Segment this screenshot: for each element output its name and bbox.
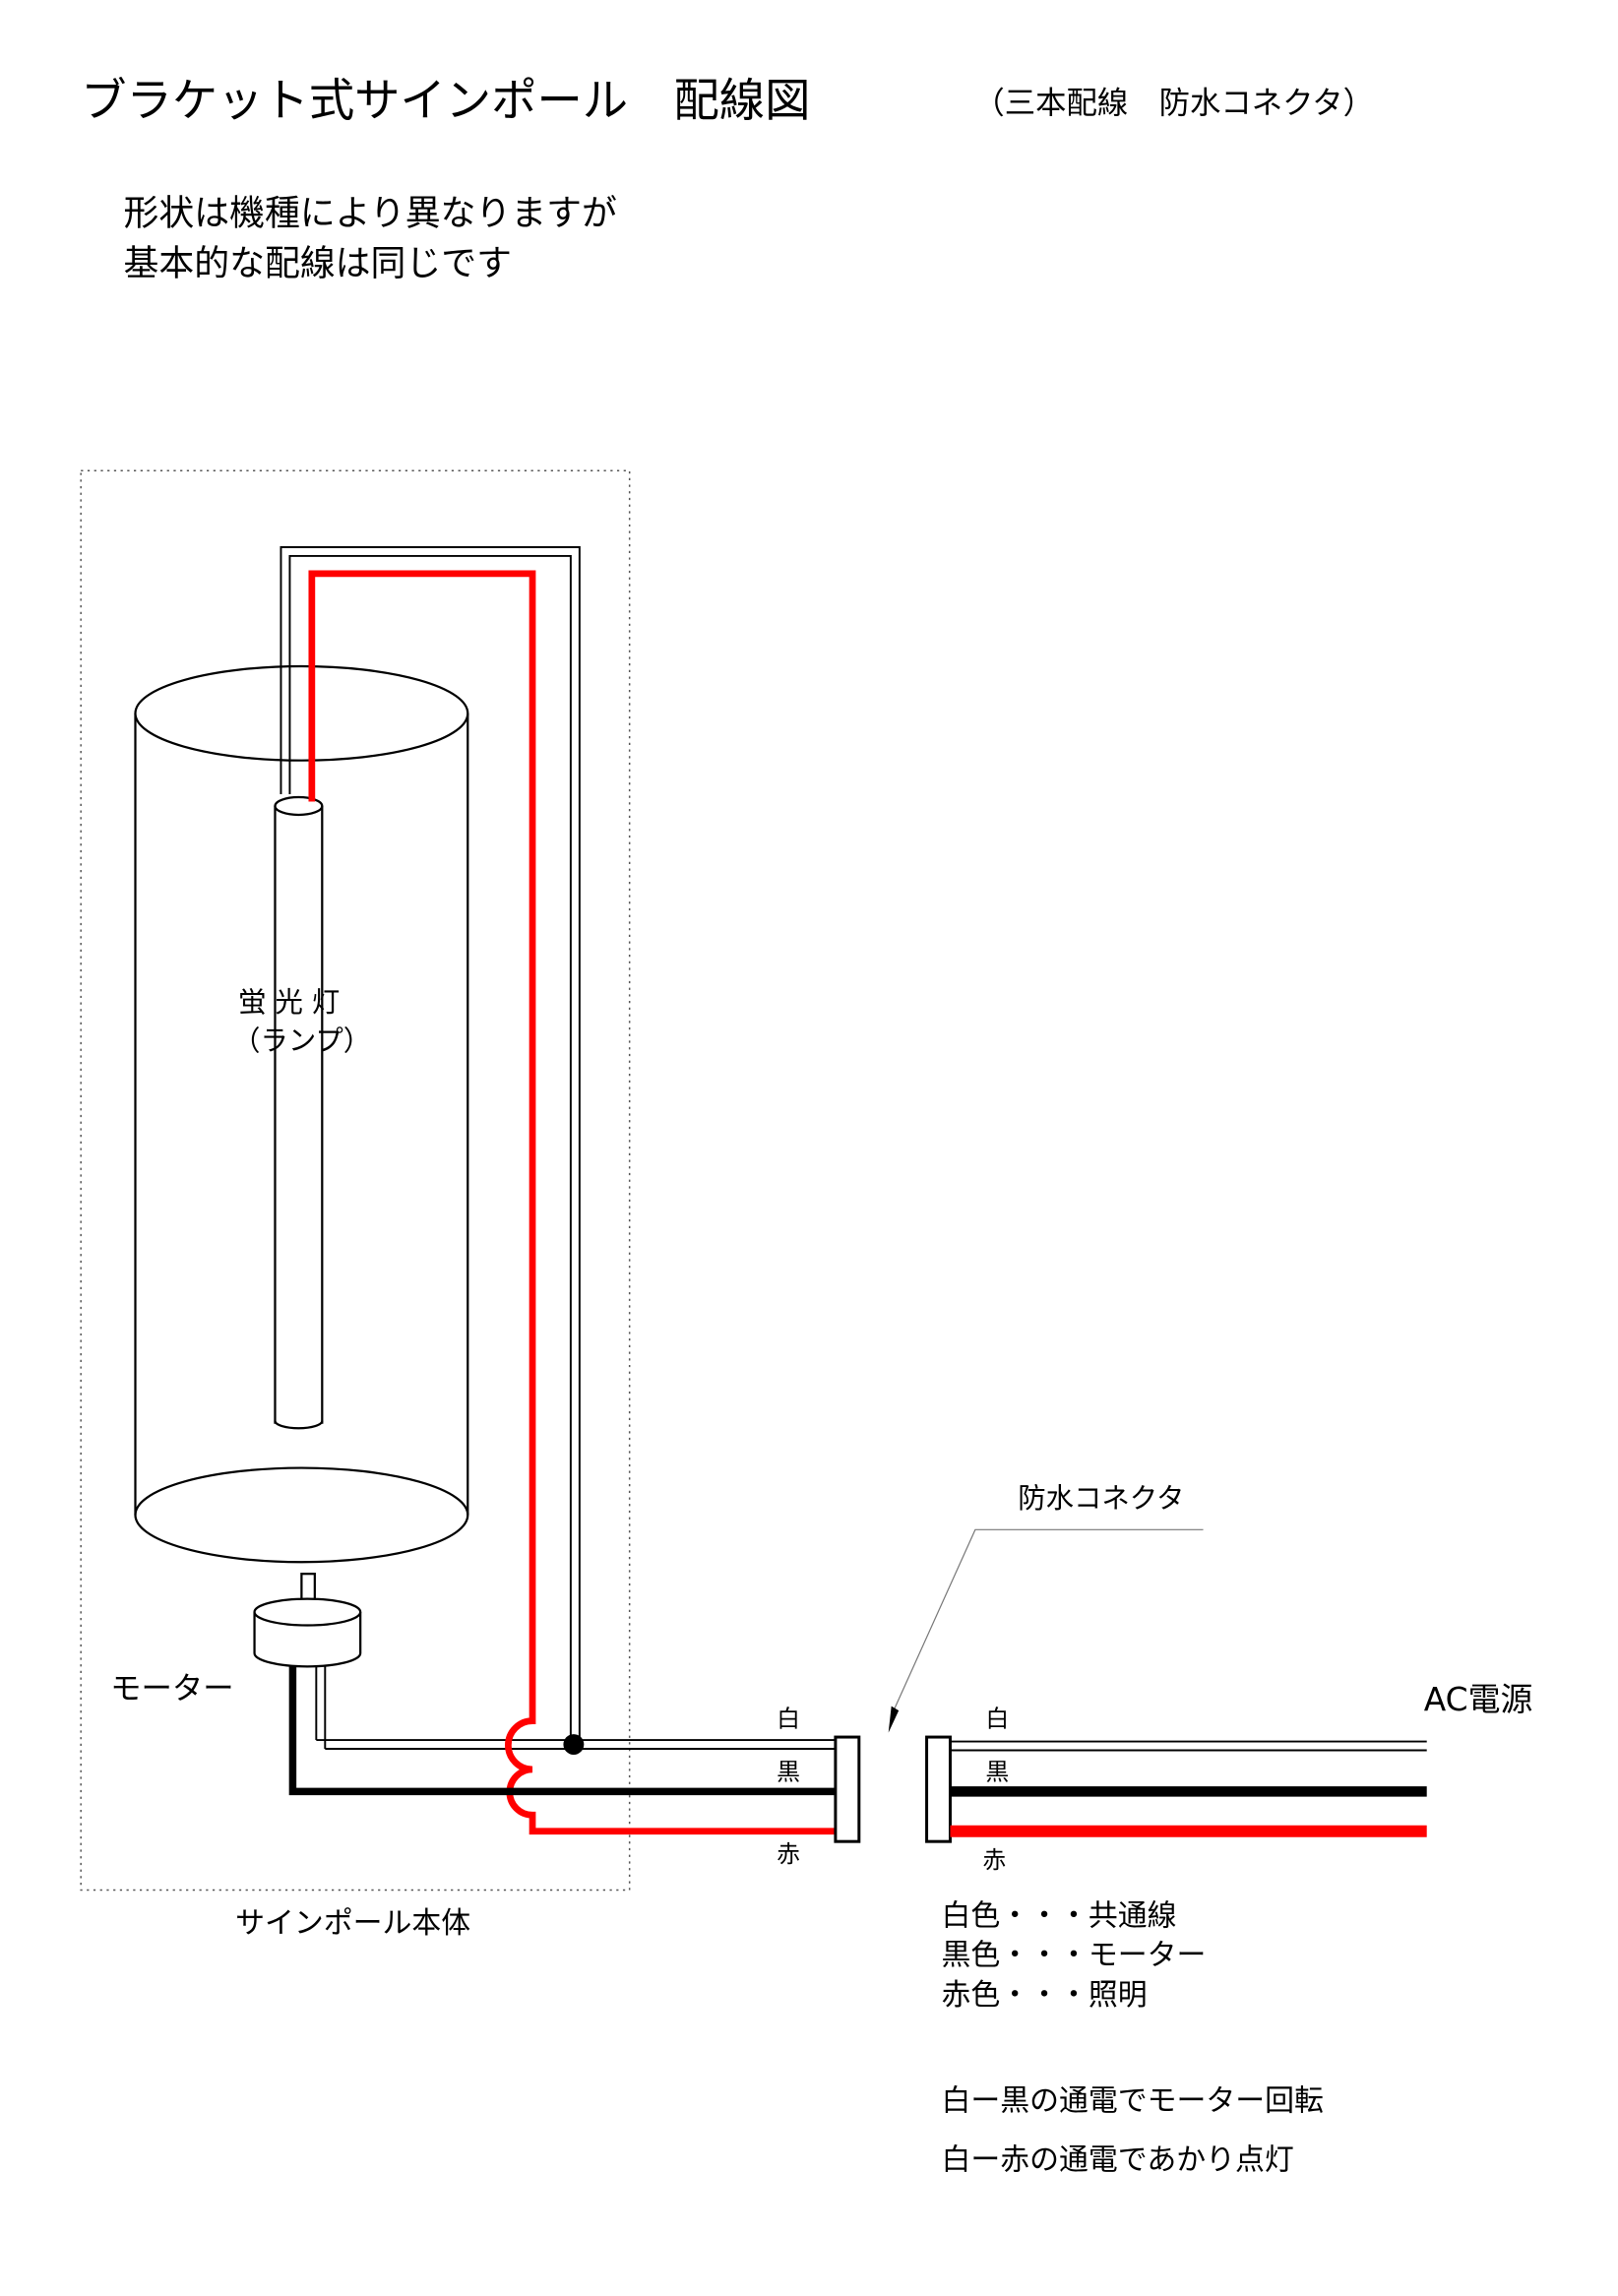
lamp-label-sub: （ランプ）	[232, 1024, 371, 1057]
legend-black: 黒色・・・モーター	[942, 1939, 1207, 1973]
legend-red: 赤色・・・照明	[942, 1978, 1148, 2013]
connector-right	[925, 1735, 952, 1843]
connector-leader	[888, 1528, 1204, 1733]
fluorescent-lamp	[274, 795, 324, 1430]
black-wire-left	[288, 1658, 836, 1796]
explanation-motor: 白ー黒の通電でモーター回転	[942, 2084, 1324, 2119]
wire-label-red-right: 赤	[982, 1846, 1006, 1874]
wire-label-black-left: 黒	[777, 1758, 800, 1785]
pole-body-label: サインポール本体	[235, 1906, 470, 1941]
page-title: ブラケット式サインポール 配線図	[81, 74, 810, 127]
connector-label: 防水コネクタ	[1018, 1482, 1184, 1515]
lamp-label: 蛍 光 灯	[238, 986, 340, 1019]
page-subtitle: （三本配線 防水コネクタ）	[973, 86, 1374, 121]
white-wire-right	[950, 1740, 1427, 1752]
wire-label-red-left: 赤	[777, 1840, 800, 1868]
wire-label-white-right: 白	[985, 1706, 1009, 1733]
motor-label: モーター	[110, 1671, 233, 1706]
explanation-light: 白ー赤の通電であかり点灯	[942, 2142, 1294, 2177]
note-line-2: 基本的な配線は同じです	[124, 243, 512, 283]
white-wire-left	[280, 546, 836, 1750]
legend-white: 白色・・・共通線	[942, 1898, 1177, 1933]
ac-power-label: AC電源	[1424, 1680, 1533, 1718]
motor	[253, 1573, 362, 1668]
arrow-icon	[888, 1706, 900, 1733]
cylinder	[134, 664, 469, 1564]
wire-label-black-right: 黒	[985, 1758, 1009, 1785]
red-wire-left	[308, 570, 839, 1835]
note-line-1: 形状は機種により異なりますが	[124, 194, 617, 234]
connector-left	[834, 1735, 861, 1843]
pole-body-boundary	[80, 469, 631, 1892]
junction-dot	[563, 1734, 585, 1755]
wire-label-white-left: 白	[777, 1706, 800, 1733]
